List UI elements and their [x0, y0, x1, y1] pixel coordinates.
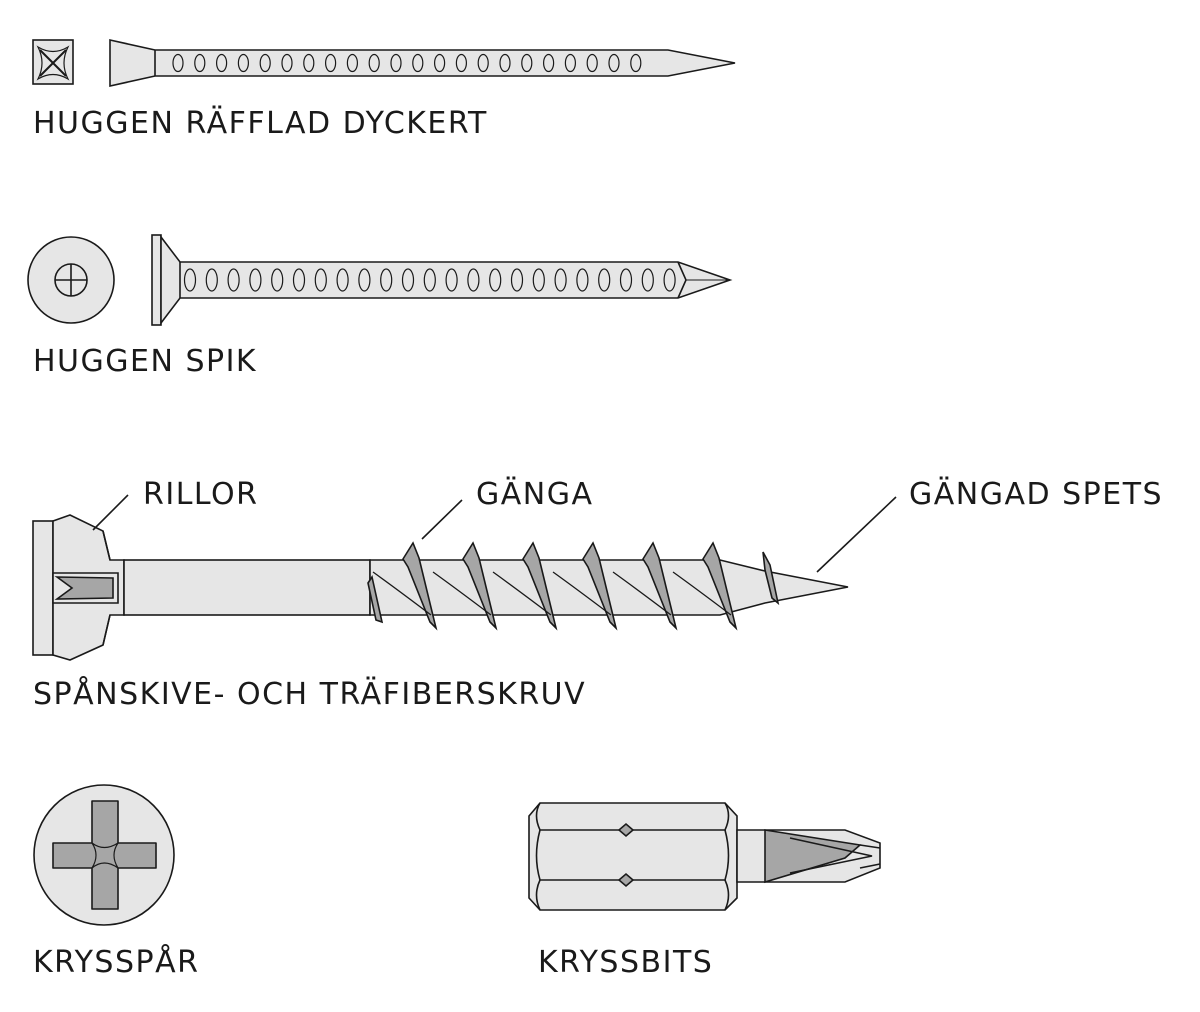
ridge	[346, 53, 358, 73]
ribs-callout: RILLOR	[143, 477, 259, 512]
ridge	[542, 53, 555, 73]
ridge	[434, 53, 446, 73]
ridge	[380, 268, 393, 292]
ridge	[477, 53, 489, 73]
ridge	[249, 268, 262, 292]
ridge	[423, 268, 436, 292]
thread-flight	[642, 541, 678, 631]
ridge	[489, 268, 502, 292]
nail-head-icon	[27, 236, 115, 324]
ridge	[455, 53, 467, 73]
thread-flight	[702, 541, 738, 631]
ridge	[499, 53, 511, 73]
ridge	[619, 268, 633, 292]
thread-flight	[522, 541, 558, 631]
nail-shape	[151, 234, 733, 326]
ridge	[445, 268, 458, 292]
ridge	[467, 268, 480, 292]
thread-helix	[612, 571, 672, 616]
cross-bit-icon	[528, 802, 881, 911]
ridge	[237, 53, 249, 73]
ridge	[608, 53, 620, 73]
ridge	[663, 268, 676, 292]
ridge	[521, 53, 533, 73]
ridge	[271, 268, 284, 292]
ridge	[303, 53, 315, 73]
ridge	[641, 268, 654, 292]
thread-helix	[432, 571, 492, 616]
ridge	[368, 53, 380, 73]
ridge	[194, 53, 206, 73]
ridge	[390, 53, 402, 73]
threaded-tip-callout: GÄNGAD SPETS	[909, 477, 1164, 512]
ridge	[314, 268, 327, 292]
ridge	[281, 53, 293, 73]
finish-nail-label: HUGGEN RÄFFLAD DYCKERT	[33, 106, 488, 141]
ridge	[564, 53, 577, 73]
thread-flight	[402, 541, 438, 631]
ridge	[598, 268, 611, 292]
finish-nail-shape	[109, 39, 736, 87]
cross-bit-label: KRYSSBITS	[538, 945, 714, 980]
thread-helix	[492, 571, 552, 616]
thread-flight	[367, 574, 384, 624]
callout-leaders	[92, 494, 897, 573]
ridge	[259, 53, 271, 73]
thread-helix	[372, 571, 432, 616]
ridge	[630, 53, 642, 73]
thread-flight	[462, 541, 498, 631]
nail-label: HUGGEN SPIK	[33, 344, 258, 379]
ridge	[532, 268, 545, 292]
ridge	[216, 53, 228, 73]
ridge	[401, 268, 415, 292]
thread-flight	[582, 541, 618, 631]
ridge	[292, 268, 306, 292]
ridge	[227, 268, 240, 292]
cross-slot-label: KRYSSPÅR	[33, 945, 200, 980]
thread-callout: GÄNGA	[476, 477, 594, 512]
ridge	[325, 53, 337, 73]
ridge	[358, 268, 371, 292]
ridge	[510, 268, 524, 292]
finish-nail-head-icon	[32, 39, 74, 85]
cross-slot-icon	[33, 784, 175, 926]
ridge	[554, 268, 567, 292]
ridge	[183, 268, 197, 292]
ridge	[576, 268, 589, 292]
ridge	[336, 268, 349, 292]
thread-helix	[672, 571, 732, 616]
ridge	[412, 53, 424, 73]
ridge	[172, 53, 184, 73]
screw-label: SPÅNSKIVE- OCH TRÄFIBERSKRUV	[33, 677, 587, 712]
ridge	[205, 268, 218, 292]
thread-helix	[552, 571, 612, 616]
ridge	[586, 53, 598, 73]
screw-shape	[32, 514, 849, 661]
